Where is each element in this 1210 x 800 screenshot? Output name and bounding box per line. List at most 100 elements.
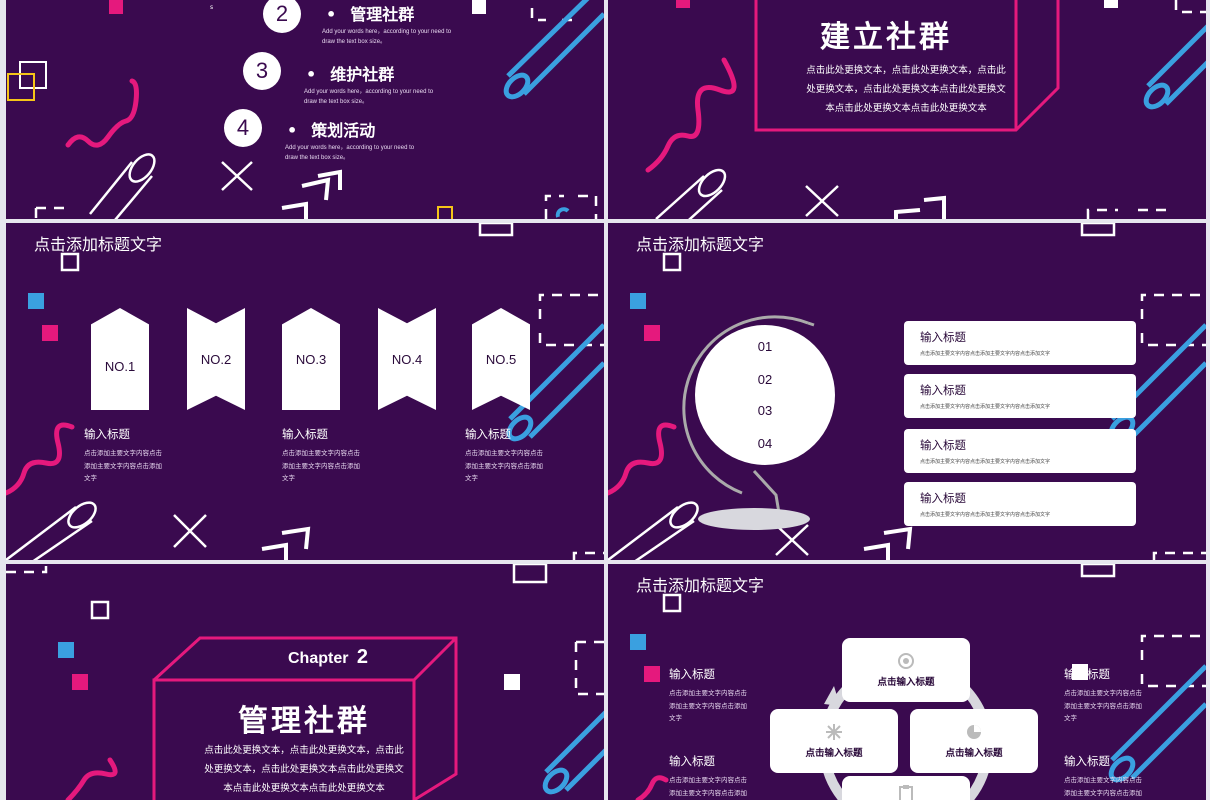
block-line: 添加主要文字内容点击添加 xyxy=(84,461,162,470)
squiggle-decoration xyxy=(6,422,75,496)
slide-3-decorations xyxy=(6,223,604,560)
slide-1-agenda[interactable]: s 2 •管理社群 Add your words here，according … xyxy=(6,0,604,219)
block-line: 文字 xyxy=(1064,714,1077,722)
step-desc-4: Add your words here，according to your ne… xyxy=(285,145,415,161)
step-number-3: 3 xyxy=(243,52,281,90)
cycle-label: 点击输入标题 xyxy=(877,677,935,688)
chapter-word: Chapter xyxy=(287,650,349,667)
block-heading-2: 输入标题 xyxy=(282,427,328,441)
card-heading: 输入标题 xyxy=(920,491,966,505)
banner-no-5: NO.5 xyxy=(472,308,530,410)
chapter-number: 2 xyxy=(356,646,369,668)
left-block-heading-2: 输入标题 xyxy=(669,754,715,768)
block-line: 点击添加主要文字内容点击 xyxy=(282,449,360,457)
chapter-body-line: 点击此处更换文本，点击此处更换文本，点击此 xyxy=(204,745,404,756)
globe-number-02: 02 xyxy=(757,372,773,387)
section-title: 建立社群 xyxy=(820,20,952,55)
right-block-text-2: 点击添加主要文字内容点击 添加主要文字内容点击添加 xyxy=(1064,774,1154,799)
squiggle-decoration xyxy=(635,775,669,800)
card-text: 点击添加主要文字内容点击添加主要文字内容点击添加文字 xyxy=(920,459,1051,465)
left-block-text-2: 点击添加主要文字内容点击 添加主要文字内容点击添加 xyxy=(669,774,759,799)
box-outline xyxy=(152,678,416,800)
step-desc-3: Add your words here，according to your ne… xyxy=(304,89,434,105)
cycle-label: 点击输入标题 xyxy=(945,748,1003,759)
block-heading-3: 输入标题 xyxy=(465,427,511,441)
right-block-text-1: 点击添加主要文字内容点击 添加主要文字内容点击添加 文字 xyxy=(1064,687,1154,725)
slide-2-section[interactable]: 建立社群 点击此处更换文本，点击此处更换文本，点击此 处更换文本，点击此处更换文… xyxy=(608,0,1206,219)
squiggle-decoration xyxy=(65,757,118,800)
block-line: 点击添加主要文字内容点击 xyxy=(669,689,747,697)
step-title-4-text: 策划活动 xyxy=(311,121,376,140)
block-line: 添加主要文字内容点击添加 xyxy=(1064,788,1142,797)
chapter-body: 点击此处更换文本，点击此处更换文本，点击此 处更换文本，点击此处更换文本点击此处… xyxy=(174,741,434,798)
left-block-heading-1: 输入标题 xyxy=(669,667,715,681)
right-block-heading-2: 输入标题 xyxy=(1064,754,1110,768)
step-title-2-text: 管理社群 xyxy=(350,5,415,24)
slide-4-globe-list[interactable]: 点击添加标题文字 01 02 03 04 输入标题 点击添加主要文字内容点击添加… xyxy=(608,223,1206,560)
chapter-title: 管理社群 xyxy=(238,704,370,739)
step-title-4: •策划活动 xyxy=(287,117,375,141)
card-heading: 输入标题 xyxy=(920,383,966,397)
left-block-text-1: 点击添加主要文字内容点击 添加主要文字内容点击添加 文字 xyxy=(669,687,759,725)
card-heading: 输入标题 xyxy=(920,330,966,344)
section-body-line: 点击此处更换文本，点击此处更换文本，点击此 xyxy=(806,65,1006,76)
slide-5-chapter[interactable]: Chapter 2 管理社群 点击此处更换文本，点击此处更换文本，点击此 处更换… xyxy=(6,564,604,800)
card-heading: 输入标题 xyxy=(920,438,966,452)
step-title-3: • 维护社群 xyxy=(306,61,394,85)
bullet-dot: • xyxy=(326,5,337,24)
section-body: 点击此处更换文本，点击此处更换文本，点击此 处更换文本，点击此处更换文本点击此处… xyxy=(786,61,1026,118)
bullet-dot: • xyxy=(306,65,317,84)
right-block-heading-1: 输入标题 xyxy=(1064,667,1110,681)
banner-no-1: NO.1 xyxy=(91,308,149,410)
sparkle-icon xyxy=(825,723,843,741)
list-card-2[interactable]: 输入标题 点击添加主要文字内容点击添加主要文字内容点击添加文字 xyxy=(904,374,1136,418)
cycle-card-left[interactable]: 点击输入标题 xyxy=(770,709,898,773)
globe-number-03: 03 xyxy=(757,403,773,418)
block-line: 点击添加主要文字内容点击 xyxy=(1064,689,1142,697)
step-number-4: 4 xyxy=(224,109,262,147)
squiggle-decoration xyxy=(65,78,139,148)
section-body-line: 处更换文本，点击此处更换文本点击此处更换文 xyxy=(806,84,1006,95)
block-line: 文字 xyxy=(669,714,682,722)
block-line: 添加主要文字内容点击添加 xyxy=(1064,701,1142,710)
list-card-4[interactable]: 输入标题 点击添加主要文字内容点击添加主要文字内容点击添加文字 xyxy=(904,482,1136,526)
block-text-2: 点击添加主要文字内容点击 添加主要文字内容点击添加 文字 xyxy=(282,447,372,485)
cycle-label: 点击输入标题 xyxy=(805,748,863,759)
banner-no-3: NO.3 xyxy=(282,308,340,410)
slide-5-decorations xyxy=(6,564,604,800)
step-desc-2: Add your words here，according to your ne… xyxy=(322,29,452,45)
globe-arc-stand xyxy=(682,315,809,495)
card-text: 点击添加主要文字内容点击添加主要文字内容点击添加文字 xyxy=(920,404,1051,410)
squiggle-decoration xyxy=(608,422,677,496)
banner-no-2: NO.2 xyxy=(187,308,245,410)
cycle-card-top[interactable]: 点击输入标题 xyxy=(842,638,970,702)
globe-base xyxy=(698,508,810,530)
cycle-card-right[interactable]: 点击输入标题 xyxy=(910,709,1038,773)
globe-number-01: 01 xyxy=(757,339,773,354)
slide-6-cycle[interactable]: 点击添加标题文字 点击输入标题 点击输入标题 点击输入标题 输入标题 点击添加主… xyxy=(608,564,1206,800)
chapter-body-line: 本点击此处更换文本点击此处更换文本 xyxy=(223,783,385,794)
cycle-card-bottom[interactable] xyxy=(842,776,970,800)
slide-1-decorations: s xyxy=(7,0,604,219)
chapter-body-line: 处更换文本，点击此处更换文本点击此处更换文 xyxy=(204,764,404,775)
block-line: 添加主要文字内容点击添加 xyxy=(669,788,747,797)
chapter-label: Chapter 2 xyxy=(200,646,456,669)
block-line: 添加主要文字内容点击添加 xyxy=(669,701,747,710)
squiggle-decoration xyxy=(645,57,737,173)
section-body-line: 本点击此处更换文本点击此处更换文本 xyxy=(825,103,987,114)
block-heading-1: 输入标题 xyxy=(84,427,130,441)
slide-title: 点击添加标题文字 xyxy=(34,235,163,254)
step-title-3-text: 维护社群 xyxy=(330,65,395,84)
slide-4-decorations xyxy=(608,223,1206,560)
globe-number-04: 04 xyxy=(757,436,773,451)
block-line: 点击添加主要文字内容点击 xyxy=(465,449,543,457)
block-text-1: 点击添加主要文字内容点击 添加主要文字内容点击添加 文字 xyxy=(84,447,174,485)
block-line: 点击添加主要文字内容点击 xyxy=(84,449,162,457)
list-card-1[interactable]: 输入标题 点击添加主要文字内容点击添加主要文字内容点击添加文字 xyxy=(904,321,1136,365)
card-text: 点击添加主要文字内容点击添加主要文字内容点击添加文字 xyxy=(920,351,1051,357)
target-icon xyxy=(897,652,915,670)
block-text-3: 点击添加主要文字内容点击 添加主要文字内容点击添加 文字 xyxy=(465,447,555,485)
step-title-2: • 管理社群 xyxy=(326,1,414,25)
list-card-3[interactable]: 输入标题 点击添加主要文字内容点击添加主要文字内容点击添加文字 xyxy=(904,429,1136,473)
slide-3-banners[interactable]: 点击添加标题文字 NO.1 NO.2 NO.3 NO.4 NO.5 输入标题 点… xyxy=(6,223,604,560)
